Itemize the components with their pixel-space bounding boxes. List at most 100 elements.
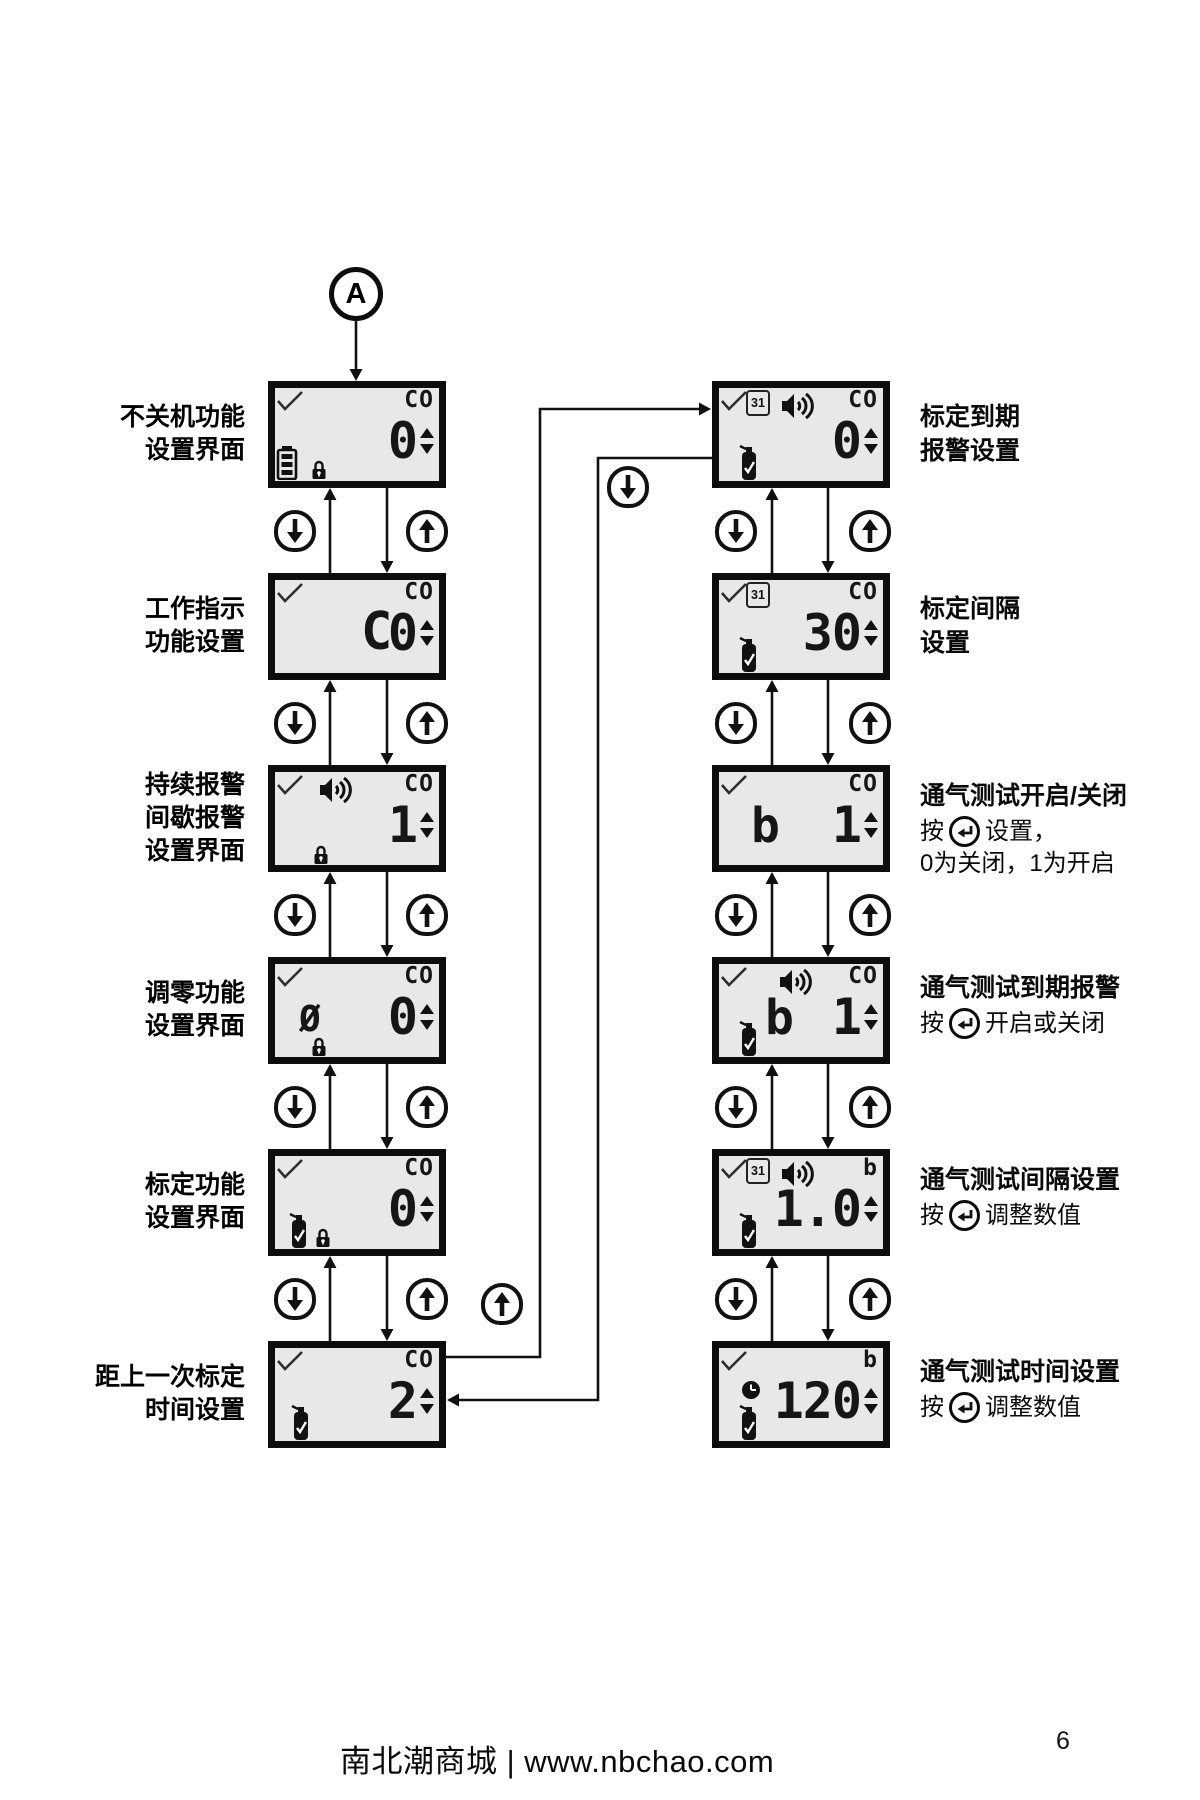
instruction-line2: 0为关闭，1为开启 — [920, 850, 1115, 877]
lock-icon — [315, 1228, 331, 1248]
up-triangle-icon — [864, 1004, 878, 1014]
label-line: 持续报警 — [144, 770, 245, 799]
up-arrow-button — [406, 1278, 448, 1320]
screen-label-left-1: 不关机功能设置界面 — [25, 401, 245, 467]
gas-cylinder-icon — [739, 1020, 759, 1057]
gas-type-label: CO — [848, 771, 878, 797]
instruction-suffix: 设置， — [985, 818, 1057, 845]
gas-type-label: CO — [404, 771, 434, 797]
up-arrow-button — [481, 1283, 523, 1325]
value-display: 0 — [831, 412, 862, 470]
value-up-down-arrows — [864, 620, 878, 646]
instruction-prefix: 按 — [920, 1010, 944, 1037]
down-triangle-icon — [864, 1212, 878, 1222]
down-triangle-icon — [420, 1020, 434, 1030]
down-arrow-button — [607, 466, 649, 508]
down-triangle-icon — [420, 828, 434, 838]
value-area: 1 — [832, 798, 878, 852]
up-arrow-button — [406, 894, 448, 936]
gas-type-label: CO — [404, 387, 434, 413]
down-arrow-button — [715, 702, 757, 744]
label-title-line: 标定间隔 — [920, 595, 1021, 623]
check-icon — [721, 1159, 747, 1179]
up-arrow-button — [406, 1086, 448, 1128]
value-area: 1.0 — [774, 1182, 878, 1236]
value-display: 0 — [387, 988, 418, 1046]
gas-type-label: b — [863, 1155, 878, 1181]
label-line: 设置界面 — [144, 436, 245, 464]
gas-type-label: CO — [404, 963, 434, 989]
value-up-down-arrows — [420, 428, 434, 454]
speaker-icon — [319, 776, 359, 804]
label-instruction: 按 设置， — [920, 815, 1198, 848]
screen-label-right-3: 通气测试开启/关闭按设置，0为关闭，1为开启 — [920, 779, 1198, 880]
value-up-down-arrows — [420, 620, 434, 646]
label-line: 设置界面 — [144, 1204, 245, 1232]
value-display: 1 — [387, 796, 418, 854]
value-up-down-arrows — [864, 1196, 878, 1222]
label-title-line: 标定到期 — [920, 403, 1021, 431]
value-up-down-arrows — [420, 1388, 434, 1414]
label-line: 调零功能 — [144, 979, 245, 1007]
screen-label-right-1: 标定到期报警设置 — [920, 400, 1198, 468]
footer-site-text: 南北潮商城 | www.nbchao.com — [340, 1744, 775, 1779]
label-line: 标定功能 — [144, 1171, 245, 1199]
label-line: 设置界面 — [144, 1012, 245, 1040]
mode-character: b — [751, 798, 780, 854]
value-up-down-arrows — [420, 1004, 434, 1030]
value-up-down-arrows — [864, 1004, 878, 1030]
down-arrow-button — [715, 1086, 757, 1128]
value-display: 1 — [831, 796, 862, 854]
page-number: 6 — [1056, 1727, 1070, 1755]
value-area: 120 — [774, 1374, 878, 1428]
gas-cylinder-icon — [739, 636, 759, 673]
down-arrow-button — [274, 702, 316, 744]
gas-cylinder-icon — [739, 1212, 759, 1249]
value-up-down-arrows — [420, 1196, 434, 1222]
gas-type-label: CO — [404, 579, 434, 605]
gas-type-label: CO — [404, 1347, 434, 1373]
calendar-icon: 31 — [746, 1158, 770, 1184]
screen-label-left-5: 标定功能设置界面 — [25, 1169, 245, 1235]
up-triangle-icon — [420, 1196, 434, 1206]
up-triangle-icon — [864, 812, 878, 822]
value-display: 30 — [802, 604, 862, 662]
instruction-prefix: 按 — [920, 818, 944, 845]
check-icon — [721, 775, 747, 795]
value-display: 1 — [831, 988, 862, 1046]
enter-button-icon — [949, 1008, 980, 1039]
value-display: 0 — [387, 604, 418, 662]
lock-icon — [313, 845, 329, 865]
check-icon — [721, 583, 747, 603]
up-triangle-icon — [420, 1388, 434, 1398]
screen-label-right-4: 通气测试到期报警按开启或关闭 — [920, 971, 1198, 1040]
instruction-suffix: 调整数值 — [985, 1202, 1081, 1229]
instruction-prefix: 按 — [920, 1394, 944, 1421]
value-area: 2 — [388, 1374, 434, 1428]
label-line: 间歇报警 — [144, 803, 245, 832]
value-display: 0 — [387, 1180, 418, 1238]
screen-label-left-3: 持续报警间歇报警设置界面 — [25, 769, 245, 868]
gas-type-label: CO — [848, 579, 878, 605]
gas-type-label: b — [863, 1347, 878, 1373]
value-area: 0 — [388, 606, 434, 660]
label-title-line: 设置 — [920, 629, 971, 657]
up-triangle-icon — [864, 620, 878, 630]
up-triangle-icon — [420, 1004, 434, 1014]
speaker-icon — [779, 968, 819, 996]
up-triangle-icon — [420, 428, 434, 438]
value-area: 0 — [388, 414, 434, 468]
label-line: 设置界面 — [144, 836, 245, 865]
check-icon — [277, 967, 303, 987]
up-triangle-icon — [864, 1388, 878, 1398]
calendar-icon: 31 — [746, 582, 770, 608]
instruction-suffix: 调整数值 — [985, 1394, 1081, 1421]
label-line: 不关机功能 — [119, 403, 245, 431]
calendar-day-text: 31 — [751, 396, 765, 410]
gas-cylinder-icon — [739, 1404, 759, 1441]
calendar-day-text: 31 — [751, 1164, 765, 1178]
